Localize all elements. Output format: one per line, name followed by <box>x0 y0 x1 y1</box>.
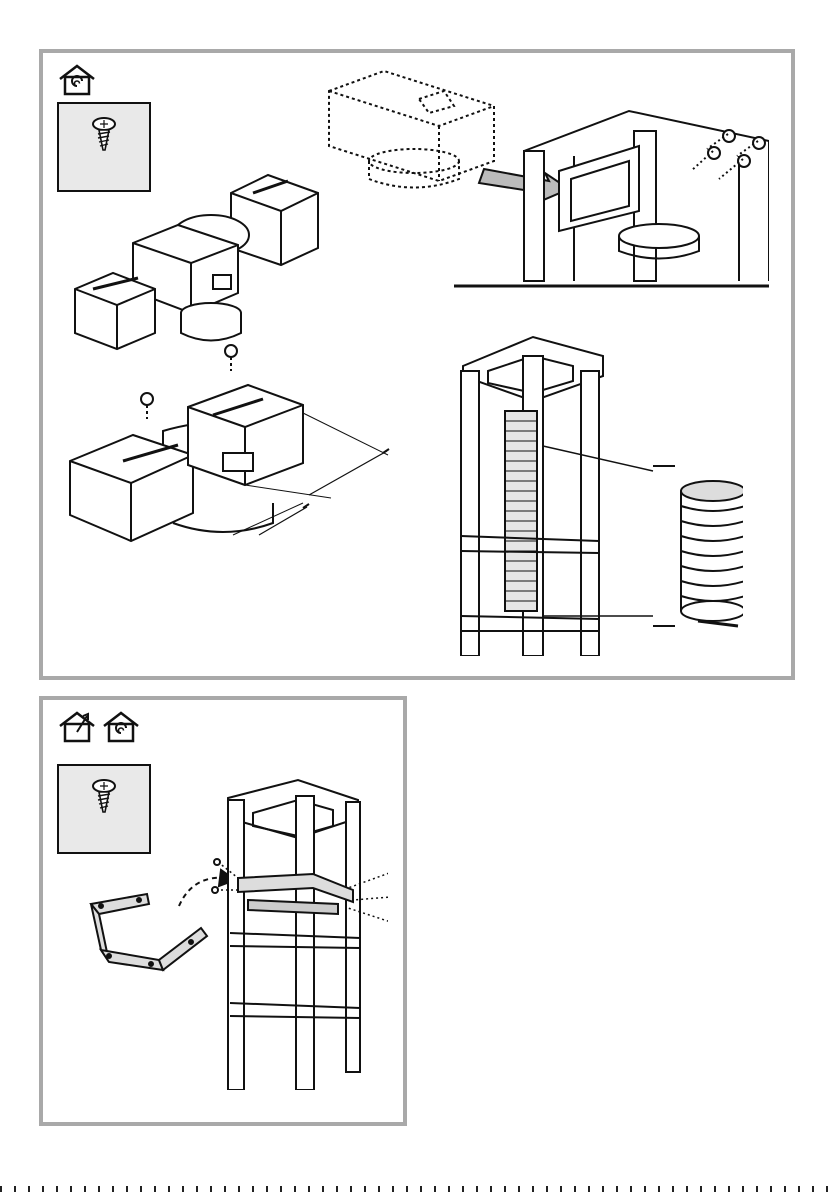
mode-icons <box>57 710 141 744</box>
filter-box-into-frame <box>319 61 769 301</box>
recirculation-panel <box>39 49 795 680</box>
extraction-icon <box>57 710 97 744</box>
extraction-recirculation-panel <box>39 696 407 1126</box>
flexible-hose-in-frame <box>443 331 743 656</box>
mode-icons <box>57 63 97 97</box>
bracket-mounted-on-frame <box>208 778 388 1090</box>
page-bottom-marks <box>0 1186 840 1192</box>
recirculation-icon <box>57 63 97 97</box>
screw-type-box <box>57 764 151 854</box>
screw-icon <box>59 766 149 852</box>
recirculation-icon <box>101 710 141 744</box>
